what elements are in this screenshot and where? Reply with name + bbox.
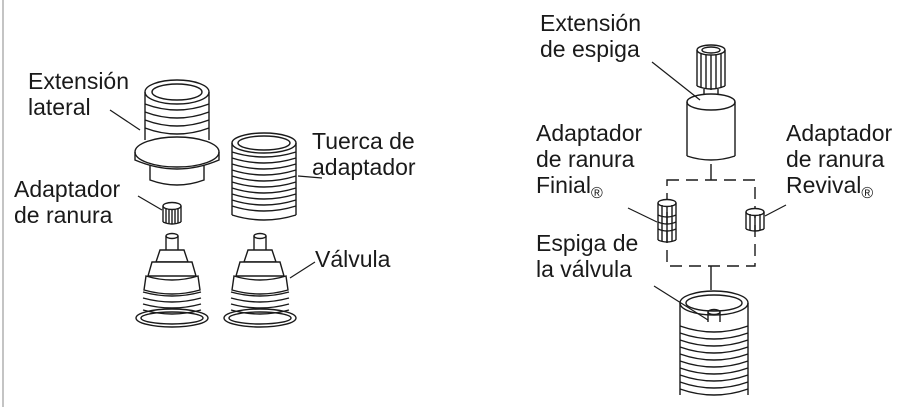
- lateral-extension-part: [134, 79, 220, 186]
- registered-mark: ®: [861, 185, 874, 202]
- valve-part-left: [135, 232, 209, 328]
- adapter-nut-part: [231, 132, 297, 221]
- leader-lines-left: [109, 109, 323, 279]
- label-valve: Válvula: [315, 246, 391, 272]
- leader-lines-right: [627, 61, 787, 321]
- label-adapter-nut: Tuerca de adaptador: [312, 128, 416, 180]
- registered-mark: ®: [590, 185, 603, 202]
- label-valve-stem: Espiga de la válvula: [536, 230, 639, 282]
- groove-adapter-part-left: [162, 201, 182, 225]
- revival-adapter-part: [745, 207, 765, 232]
- label-stem-extension: Extensión de espiga: [540, 10, 642, 62]
- stem-extension-part: [686, 44, 736, 161]
- valve-part-right: [223, 232, 297, 328]
- label-revival-adapter: Adaptador de ranura Revival®: [786, 120, 893, 202]
- valve-body-part: [679, 290, 749, 396]
- label-finial-adapter: Adaptador de ranura Finial®: [536, 120, 643, 202]
- dashed-assembly-box: [666, 164, 756, 290]
- finial-adapter-part: [657, 198, 677, 243]
- label-extension-lateral: Extensión lateral: [28, 68, 130, 120]
- label-groove-adapter: Adaptador de ranura: [14, 176, 121, 228]
